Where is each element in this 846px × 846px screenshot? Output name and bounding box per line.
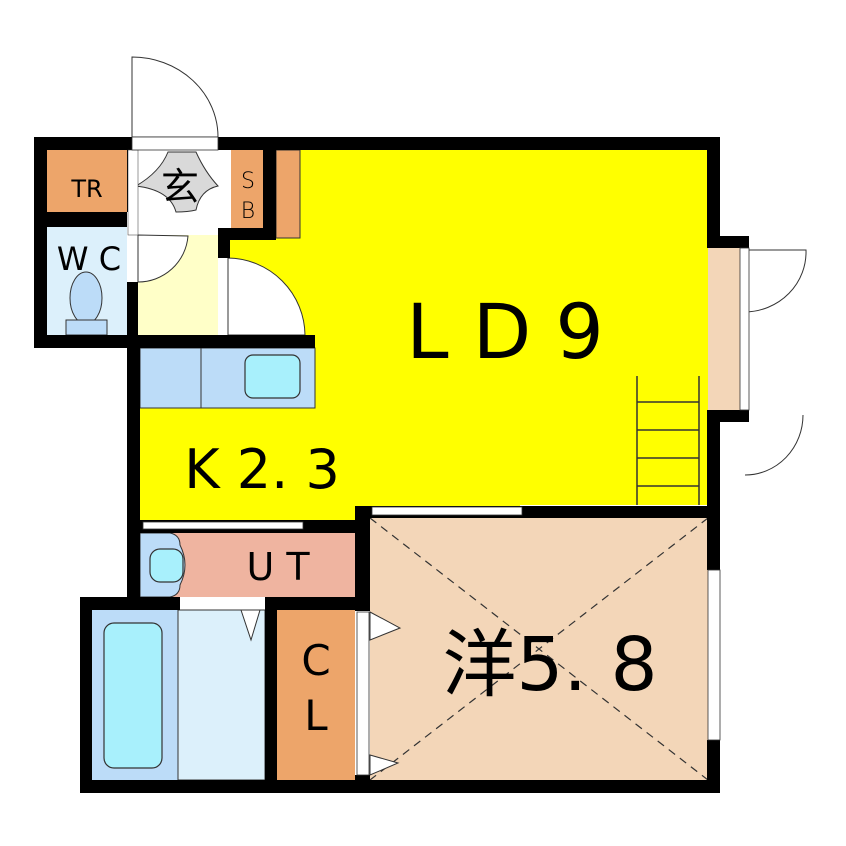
bath-opening[interactable] xyxy=(180,598,265,608)
washbasin-icon xyxy=(149,548,184,583)
ld-k-room xyxy=(140,150,708,520)
tr-room xyxy=(47,150,127,212)
wc-label: W C xyxy=(57,240,121,278)
balcony-strip xyxy=(708,248,745,410)
toilet-tank-icon xyxy=(65,319,108,336)
closet-door-bottom-icon[interactable] xyxy=(369,754,400,776)
balcony-door-bottom-icon[interactable] xyxy=(744,414,804,476)
ld-label: L D 9 xyxy=(406,287,604,376)
storage-strip xyxy=(275,149,301,239)
bathtub-icon xyxy=(103,622,163,769)
western-room-diagonals xyxy=(369,517,709,781)
tr-label: TR xyxy=(70,175,102,203)
entrance-door-icon[interactable] xyxy=(131,56,219,138)
loft-ladder-icon xyxy=(636,376,700,505)
kitchen-label: K 2. 3 xyxy=(184,438,340,501)
ut-label: U T xyxy=(246,545,310,589)
balcony-door-top-icon[interactable] xyxy=(744,249,807,313)
entry-tile-icon xyxy=(134,151,219,213)
closet-room xyxy=(277,610,355,780)
ut-sliding-door[interactable] xyxy=(142,521,304,530)
cl-label-l: L xyxy=(304,691,328,740)
western-sliding-door[interactable] xyxy=(371,506,523,516)
cl-label-c: C xyxy=(301,636,330,685)
western-label: 洋5. 8 xyxy=(442,622,657,708)
sb-label-b: B xyxy=(241,199,255,224)
balcony-window[interactable] xyxy=(739,247,750,411)
kitchen-sink-icon xyxy=(244,354,301,399)
genkan-step-left xyxy=(127,149,139,236)
sb-label-s: S xyxy=(241,169,255,194)
toilet-icon xyxy=(69,271,103,325)
wc-door-icon[interactable] xyxy=(137,234,189,283)
genkan-label: 玄 xyxy=(161,165,199,209)
closet-door-frame xyxy=(356,611,370,776)
entrance-threshold xyxy=(131,136,219,151)
bath-washing-area xyxy=(177,609,266,781)
shoe-box xyxy=(231,150,263,230)
closet-door-top-icon[interactable] xyxy=(369,611,402,641)
western-window[interactable] xyxy=(707,569,721,741)
bath-door-icon[interactable] xyxy=(240,609,261,642)
ld-door-icon[interactable] xyxy=(227,257,306,336)
